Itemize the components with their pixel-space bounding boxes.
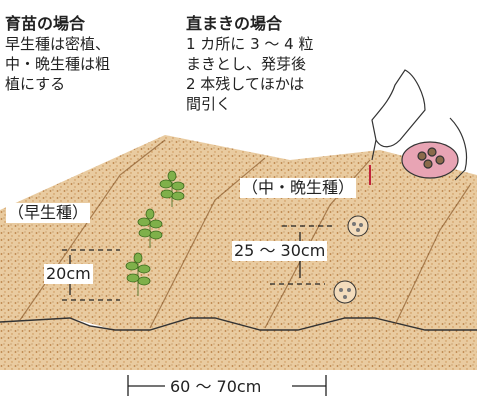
sowing-hands-illustration — [371, 69, 468, 181]
ridge-outline — [0, 317, 477, 331]
soil-ridges — [0, 135, 477, 330]
row-spacing-label: 60 ～ 70cm — [168, 377, 264, 397]
direct-sowing-description: 1 カ所に 3 ～ 4 粒 まきとし、発芽後 2 本残してほかは 間引く — [186, 35, 314, 113]
seedling-title: 育苗の場合 — [5, 14, 86, 33]
late-spacing-label: 25 ～ 30cm — [232, 241, 328, 261]
seed-holes — [333, 215, 369, 304]
early-spacing-label: 20cm — [44, 264, 93, 284]
early-variety-label: （早生種） — [6, 203, 91, 223]
early-seedlings — [125, 170, 185, 296]
seedling-description: 早生種は密植、 中・晩生種は粗 植にする — [5, 35, 111, 93]
mid-late-variety-label: （中・晩生種） — [240, 178, 357, 198]
ridge-base — [0, 318, 477, 370]
direct-sowing-title: 直まきの場合 — [186, 14, 283, 33]
